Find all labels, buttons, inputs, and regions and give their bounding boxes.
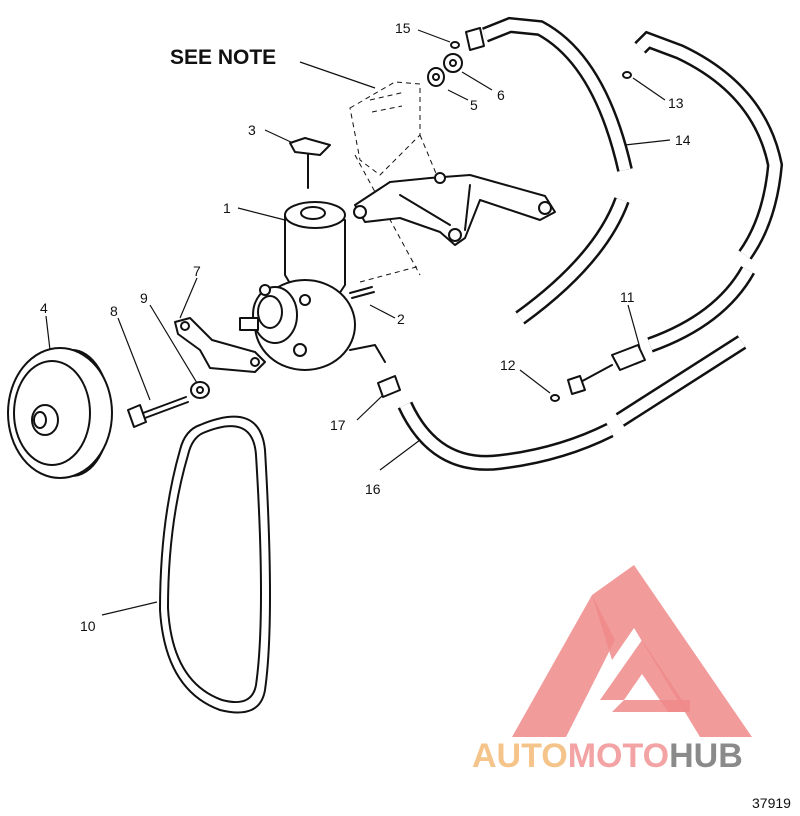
fitting-and-o-ring-15	[450, 27, 485, 51]
brand-hub: HUB	[669, 737, 743, 775]
callout-15: 15	[395, 20, 411, 36]
brace	[174, 317, 266, 373]
figure-id: 37919	[752, 795, 791, 811]
plug-fitting	[377, 375, 401, 398]
leader-lines	[45, 29, 671, 616]
callout-13: 13	[668, 95, 684, 111]
callout-14: 14	[675, 132, 691, 148]
callout-7: 7	[193, 263, 201, 279]
pressure-hose	[482, 16, 633, 325]
bolt	[127, 396, 189, 428]
reservoir-cap	[289, 137, 331, 189]
callout-8: 8	[110, 303, 118, 319]
callout-10: 10	[80, 618, 96, 634]
callout-3: 3	[248, 122, 256, 138]
callout-4: 4	[40, 300, 48, 316]
hose-fitting	[550, 344, 646, 402]
callout-9: 9	[140, 290, 148, 306]
brand-auto: AUTO	[472, 737, 568, 775]
callout-11: 11	[620, 289, 635, 305]
callout-12: 12	[500, 357, 516, 373]
drive-belt	[159, 415, 271, 714]
callout-5: 5	[470, 97, 478, 113]
callout-17: 17	[330, 417, 346, 433]
watermark-logo: AUTOMOTOHUB	[472, 565, 752, 775]
power-steering-pump	[239, 201, 386, 371]
callout-16: 16	[365, 481, 381, 497]
lock-washer	[190, 381, 210, 399]
callout-6: 6	[497, 87, 505, 103]
callout-labels: 1 2 3 4 5 6 7 8 9 10 11 12 13 14 15 16 1…	[40, 20, 691, 634]
see-note-leader	[299, 61, 376, 89]
callout-1: 1	[223, 200, 231, 216]
brand-moto: MOTO	[568, 737, 669, 775]
stud	[349, 286, 375, 299]
nut-and-washer	[427, 53, 463, 87]
return-hose	[622, 30, 784, 353]
see-note-label: SEE NOTE	[170, 46, 276, 69]
pulley	[7, 347, 113, 479]
mounting-bracket	[353, 172, 556, 246]
callout-2: 2	[397, 311, 405, 327]
hose-16	[397, 335, 747, 471]
watermark-text: AUTOMOTOHUB	[472, 737, 743, 775]
